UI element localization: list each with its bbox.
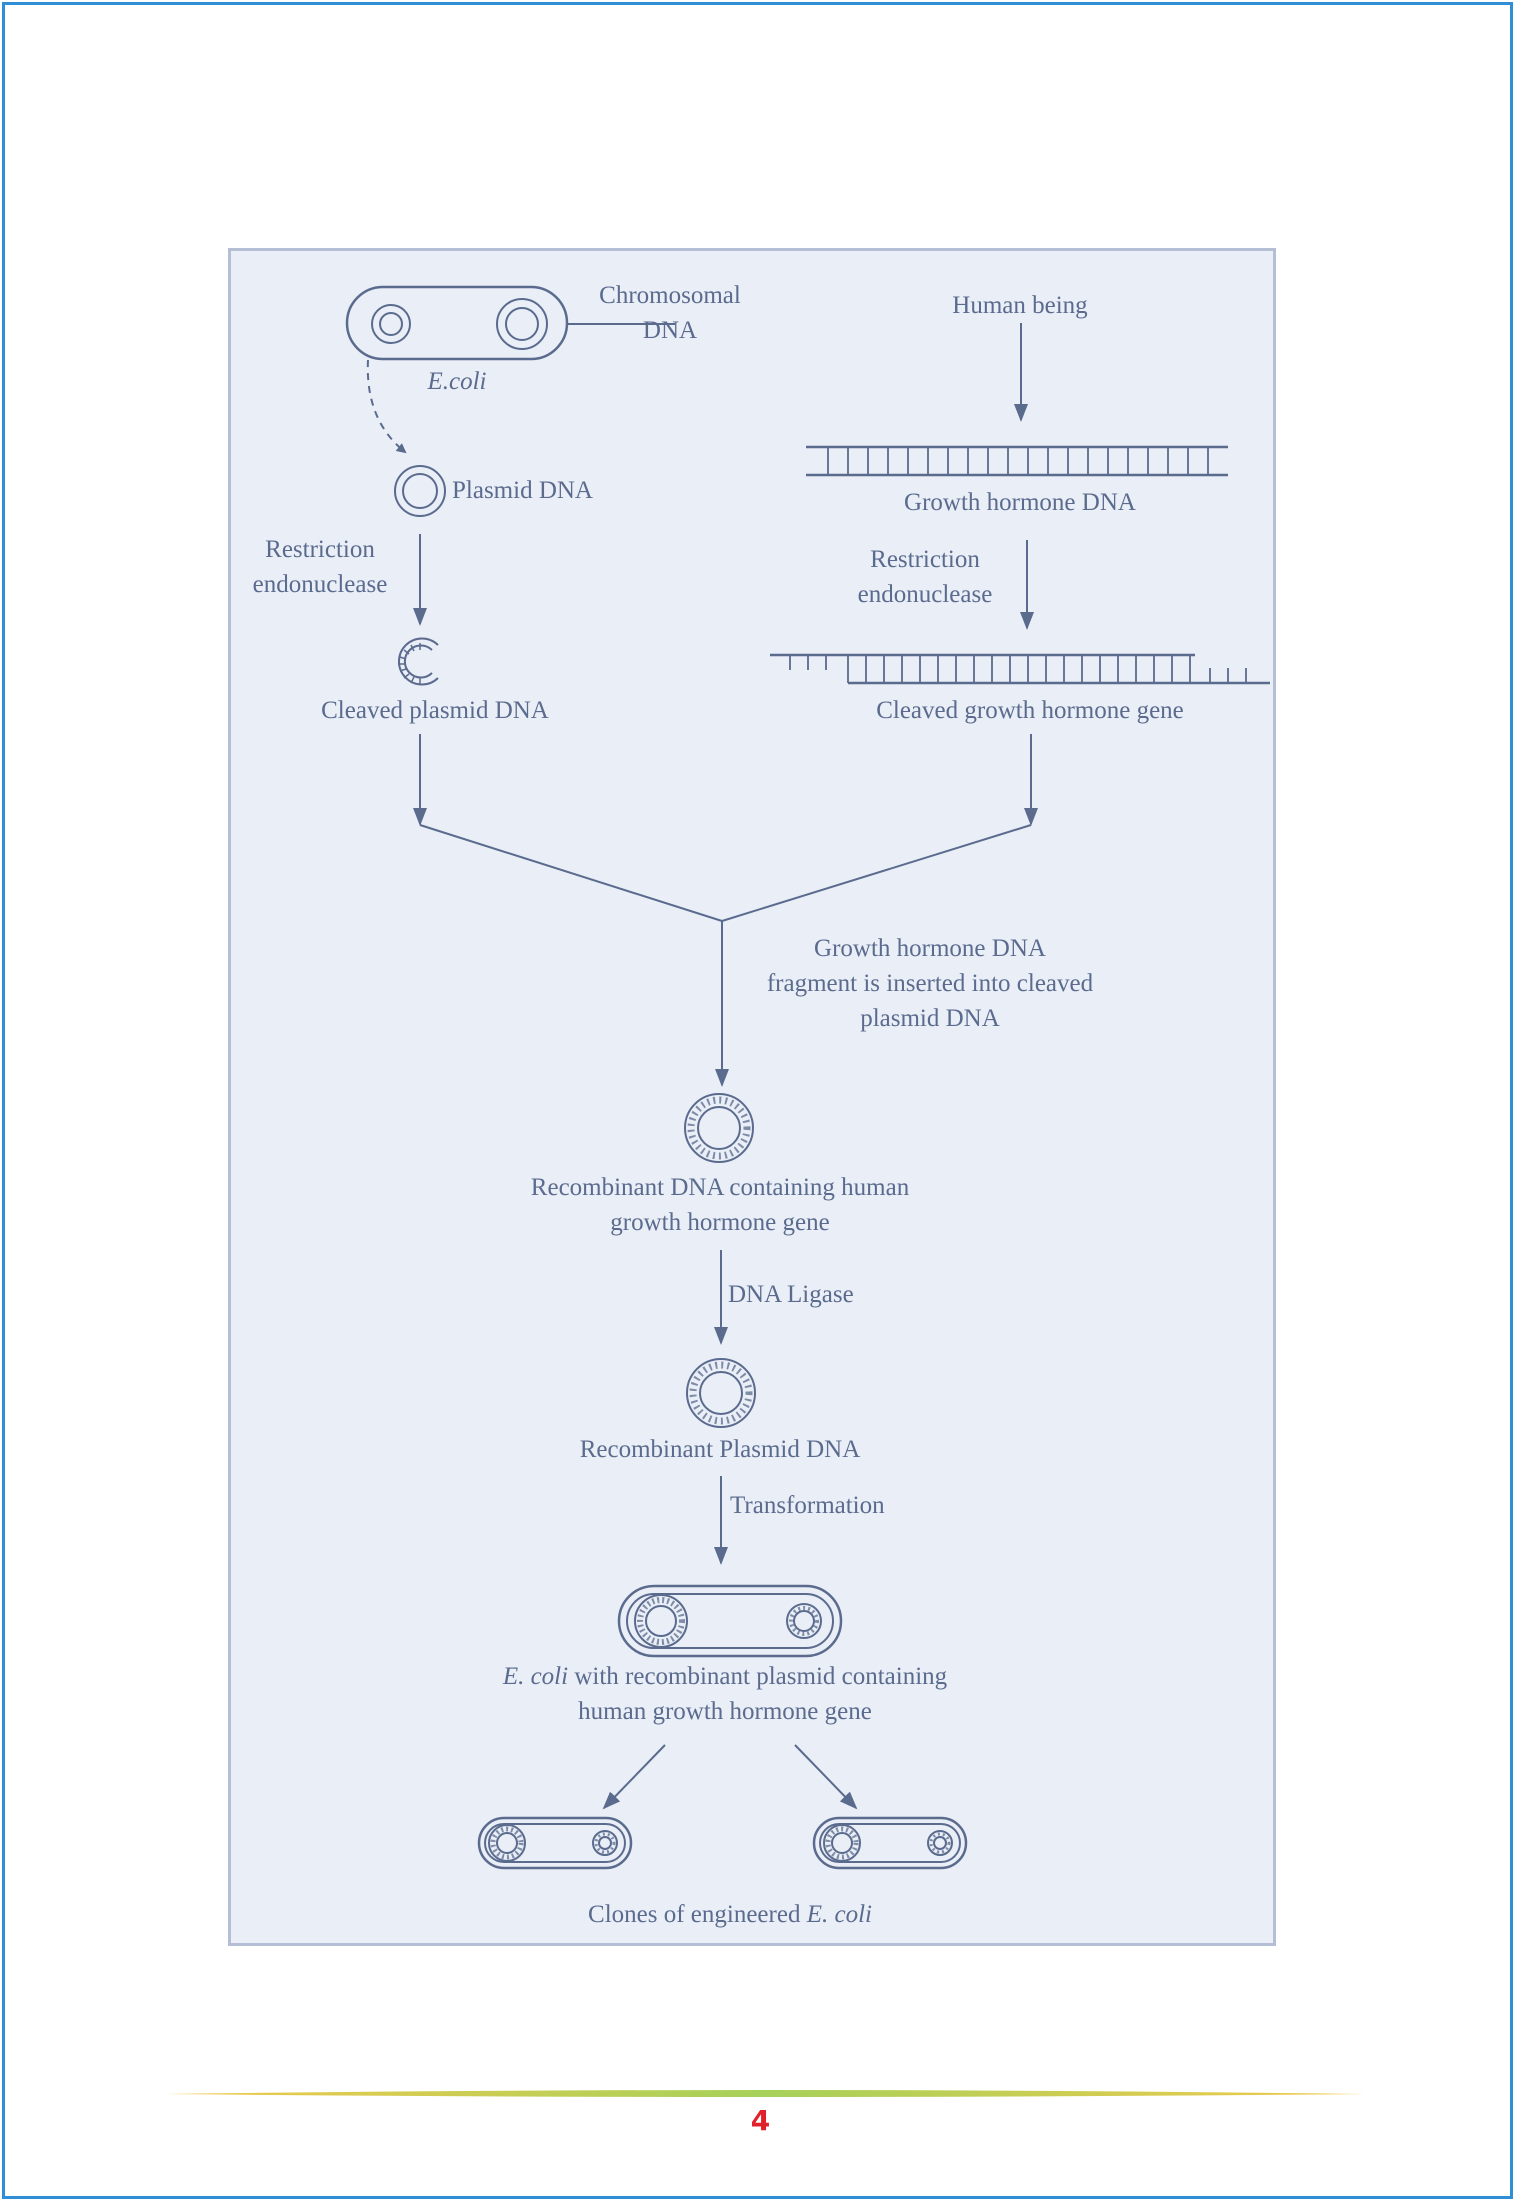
- label-restriction-right-2: endonuclease: [857, 581, 993, 608]
- growth-hormone-dna-icon: [806, 445, 1228, 477]
- arrow-clone-right: [794, 1744, 858, 1810]
- label-dna-ligase: DNA Ligase: [728, 1281, 854, 1308]
- label-ecoli-recombinant-italic: E. coli: [502, 1663, 569, 1690]
- label-ecoli-recombinant-rest: with recombinant plasmid containing: [568, 1663, 948, 1690]
- label-growth-hormone-dna: Growth hormone DNA: [904, 489, 1136, 516]
- label-restriction-left-2: endonuclease: [252, 571, 388, 598]
- label-insert-2: fragment is inserted into cleaved: [766, 970, 1094, 997]
- label-chromosomal-2: DNA: [642, 317, 698, 344]
- ecoli-recombinant-cell: [617, 1584, 843, 1658]
- label-restriction-right-1: Restriction: [870, 546, 980, 573]
- clone-cell-left: [477, 1816, 633, 1870]
- label-ecoli-recombinant-1: E. coli with recombinant plasmid contain…: [420, 1659, 1030, 1694]
- label-ecoli-recombinant-2: human growth hormone gene: [578, 1698, 872, 1725]
- label-insert-3: plasmid DNA: [860, 1005, 1000, 1032]
- clone-cell-right: [812, 1816, 968, 1870]
- label-plasmid-dna: Plasmid DNA: [452, 477, 593, 504]
- label-recombinant-dna-1: Recombinant DNA containing human: [530, 1174, 910, 1201]
- plasmid-icon: [394, 465, 446, 517]
- recombinant-dna-icon: [684, 1093, 754, 1163]
- label-clones-italic: E. coli: [806, 1901, 872, 1928]
- converge-left: [419, 824, 723, 922]
- arrow-clone-left: [602, 1744, 666, 1810]
- cleaved-gene-icon: [770, 653, 1270, 685]
- label-clones-text: Clones of engineered: [588, 1901, 807, 1928]
- label-human-being: Human being: [952, 292, 1088, 319]
- footer-divider: [165, 2090, 1365, 2097]
- cleaved-plasmid-icon: [398, 637, 439, 686]
- label-ecoli: E.coli: [427, 368, 487, 395]
- ecoli-cell: [345, 285, 675, 361]
- page-number: 4: [750, 2104, 771, 2137]
- recombinant-plasmid-icon: [686, 1358, 756, 1428]
- label-chromosomal-1: Chromosomal: [599, 282, 741, 309]
- label-insert-1: Growth hormone DNA: [814, 935, 1046, 962]
- converge-right: [721, 824, 1032, 922]
- label-restriction-left-1: Restriction: [265, 536, 375, 563]
- label-cleaved-plasmid: Cleaved plasmid DNA: [321, 697, 549, 724]
- figure-panel: [228, 248, 1276, 1946]
- label-clones: Clones of engineered E. coli: [480, 1897, 980, 1932]
- dashed-arrow: [366, 359, 407, 454]
- label-cleaved-gene: Cleaved growth hormone gene: [876, 697, 1184, 724]
- label-recombinant-plasmid: Recombinant Plasmid DNA: [579, 1436, 861, 1463]
- label-transformation: Transformation: [730, 1492, 885, 1519]
- label-recombinant-dna-2: growth hormone gene: [610, 1209, 830, 1236]
